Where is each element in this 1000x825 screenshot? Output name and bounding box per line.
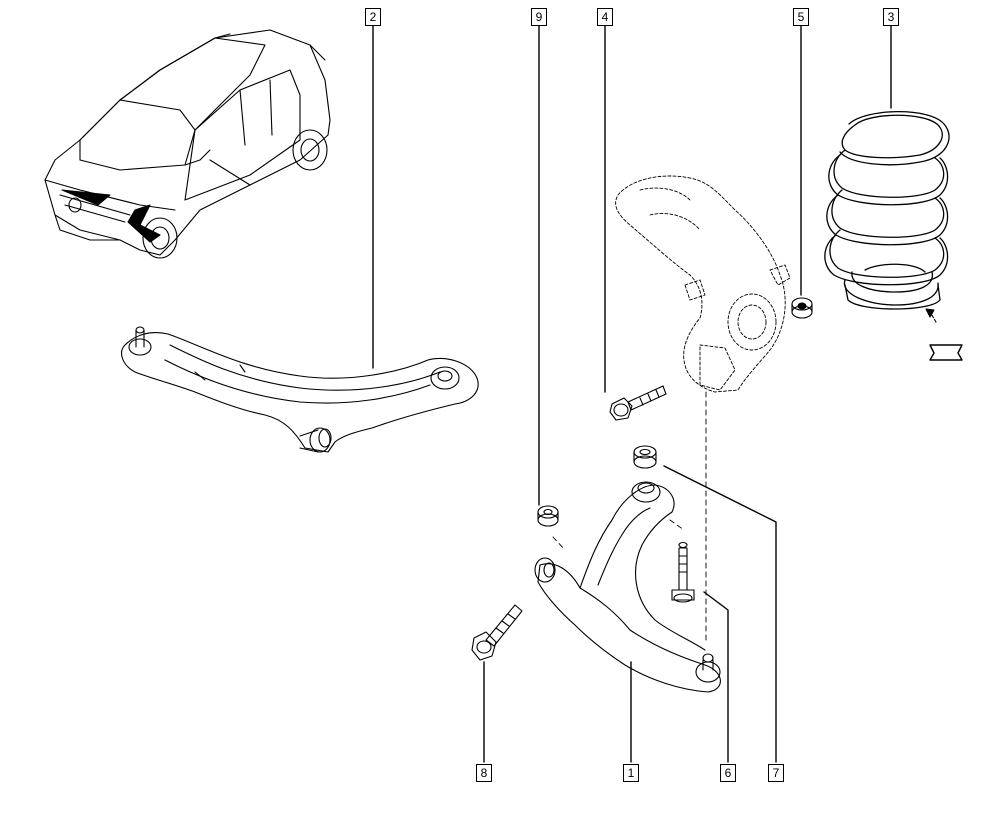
part-1-lower-arm — [534, 481, 721, 693]
part-5-nut — [791, 297, 813, 319]
callout-4: 4 — [597, 8, 613, 26]
part-8-bolt — [471, 604, 523, 661]
part-2-lower-arm — [121, 326, 479, 453]
callout-3: 3 — [883, 8, 899, 26]
part-7-nut — [633, 445, 657, 469]
callout-2: 2 — [365, 8, 381, 26]
callout-6: 6 — [720, 764, 736, 782]
assembly-lines — [552, 391, 707, 641]
part-9-nut — [537, 505, 559, 527]
vehicle-locator-illustration — [44, 29, 331, 259]
callout-leaders — [372, 25, 892, 763]
callout-1: 1 — [623, 764, 639, 782]
part-3-coil-spring — [824, 111, 950, 310]
callout-8: 8 — [476, 764, 492, 782]
callout-9: 9 — [531, 8, 547, 26]
callout-5: 5 — [793, 8, 809, 26]
paint-mark-symbol — [925, 308, 963, 361]
callout-7: 7 — [768, 764, 784, 782]
part-6-bolt — [671, 541, 695, 603]
part-4-bolt — [609, 385, 667, 421]
steering-knuckle-ghost — [615, 175, 791, 393]
